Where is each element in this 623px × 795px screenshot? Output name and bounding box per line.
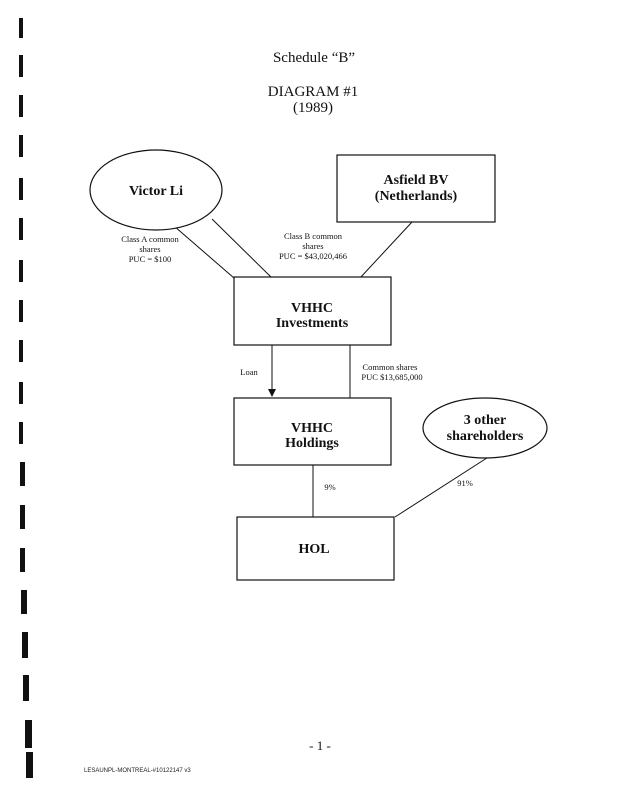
edge-asfield: [359, 221, 413, 279]
node-label: Holdings: [285, 436, 339, 451]
node-label: shareholders: [447, 429, 524, 444]
svg-text:shares: shares: [139, 244, 160, 254]
svg-text:Class B common: Class B common: [284, 231, 343, 241]
edge-class-b: [211, 218, 273, 279]
edge-91pct: [394, 455, 491, 518]
diagram-year: (1989): [293, 100, 333, 116]
binding-holes: [19, 18, 33, 778]
svg-text:Common shares: Common shares: [362, 362, 417, 372]
node-label: Investments: [276, 316, 349, 331]
svg-text:PUC $13,685,000: PUC $13,685,000: [361, 372, 422, 382]
document-id: LESAUNPL-MONTREAL-#10122147 v3: [84, 768, 191, 774]
diagram-title: DIAGRAM #1: [268, 84, 358, 100]
svg-text:PUC = $100: PUC = $100: [129, 254, 172, 264]
svg-text:shares: shares: [302, 241, 323, 251]
label-common-shares: Common shares PUC $13,685,000: [361, 362, 422, 382]
label-91pct: 91%: [457, 478, 473, 488]
node-victor-li: Victor Li: [89, 149, 223, 231]
svg-text:PUC = $43,020,466: PUC = $43,020,466: [279, 251, 347, 261]
label-class-b: Class B common shares PUC = $43,020,466: [279, 231, 347, 261]
node-label: 3 other: [464, 413, 506, 428]
node-hol: HOL: [236, 516, 395, 581]
label-loan: Loan: [240, 367, 258, 377]
schedule-title: Schedule “B”: [273, 50, 355, 66]
node-other-shareholders: 3 other shareholders: [422, 397, 548, 459]
svg-text:Class A common: Class A common: [121, 234, 179, 244]
label-9pct: 9%: [324, 482, 335, 492]
node-label: VHHC: [291, 301, 333, 316]
node-label: VHHC: [291, 421, 333, 436]
node-label: (Netherlands): [375, 189, 458, 204]
node-label: Asfield BV: [384, 173, 449, 188]
label-class-a: Class A common shares PUC = $100: [121, 234, 179, 264]
node-asfield: Asfield BV (Netherlands): [336, 154, 496, 223]
node-vhhc-holdings: VHHC Holdings: [233, 397, 392, 466]
page-number: - 1 -: [309, 738, 331, 753]
node-vhhc-investments: VHHC Investments: [233, 276, 392, 346]
node-label: Victor Li: [129, 184, 183, 199]
edge-class-a: [173, 225, 235, 279]
node-label: HOL: [298, 542, 329, 557]
